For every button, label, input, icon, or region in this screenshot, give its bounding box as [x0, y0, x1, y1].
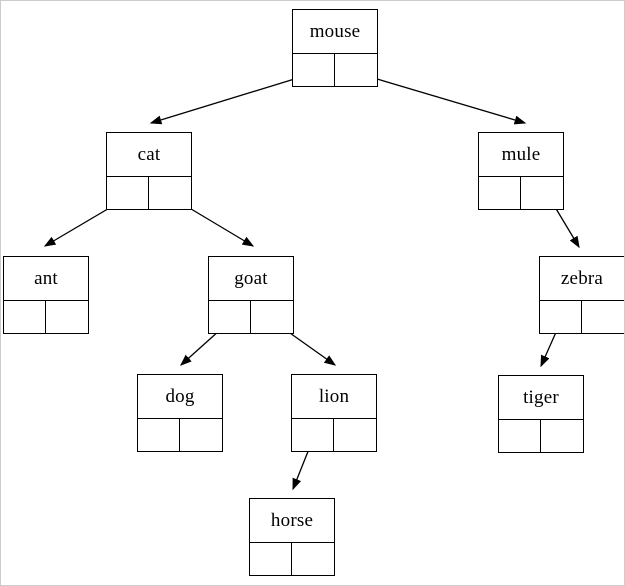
tree-node-left-pointer-cell[interactable] — [293, 54, 335, 86]
tree-node-label: tiger — [499, 376, 583, 420]
tree-node-left-pointer-cell[interactable] — [540, 301, 582, 333]
tree-node-pointer-row — [293, 54, 377, 86]
tree-node-right-pointer-cell[interactable] — [46, 301, 88, 333]
tree-node-left-pointer-cell[interactable] — [209, 301, 251, 333]
tree-node-left-pointer-cell[interactable] — [479, 177, 521, 209]
tree-node-right-pointer-cell[interactable] — [180, 419, 222, 451]
tree-node-pointer-row — [209, 301, 293, 333]
tree-node-label: mouse — [293, 10, 377, 54]
tree-node-ant[interactable]: ant — [3, 256, 89, 334]
tree-node-pointer-row — [479, 177, 563, 209]
tree-node-tiger[interactable]: tiger — [498, 375, 584, 453]
tree-node-label: cat — [107, 133, 191, 177]
tree-node-goat[interactable]: goat — [208, 256, 294, 334]
tree-node-left-pointer-cell[interactable] — [107, 177, 149, 209]
tree-node-left-pointer-cell[interactable] — [4, 301, 46, 333]
tree-node-mule[interactable]: mule — [478, 132, 564, 210]
tree-node-right-pointer-cell[interactable] — [292, 543, 334, 575]
tree-node-right-pointer-cell[interactable] — [149, 177, 191, 209]
tree-node-right-pointer-cell[interactable] — [334, 419, 376, 451]
tree-node-pointer-row — [292, 419, 376, 451]
tree-node-pointer-row — [499, 420, 583, 452]
tree-node-right-pointer-cell[interactable] — [521, 177, 563, 209]
tree-node-dog[interactable]: dog — [137, 374, 223, 452]
tree-node-pointer-row — [540, 301, 624, 333]
tree-node-pointer-row — [4, 301, 88, 333]
tree-node-zebra[interactable]: zebra — [539, 256, 624, 334]
tree-node-label: horse — [250, 499, 334, 543]
tree-node-pointer-row — [107, 177, 191, 209]
tree-node-mouse[interactable]: mouse — [292, 9, 378, 87]
tree-edge-mouse-mule — [356, 72, 527, 125]
tree-node-left-pointer-cell[interactable] — [499, 420, 541, 452]
tree-node-right-pointer-cell[interactable] — [251, 301, 293, 333]
tree-node-label: goat — [209, 257, 293, 301]
tree-node-label: mule — [479, 133, 563, 177]
tree-node-label: ant — [4, 257, 88, 301]
tree-node-label: dog — [138, 375, 222, 419]
tree-node-label: zebra — [540, 257, 624, 301]
tree-edge-mouse-cat — [149, 72, 315, 125]
tree-node-right-pointer-cell[interactable] — [541, 420, 583, 452]
tree-node-pointer-row — [250, 543, 334, 575]
tree-node-pointer-row — [138, 419, 222, 451]
tree-node-cat[interactable]: cat — [106, 132, 192, 210]
tree-node-right-pointer-cell[interactable] — [335, 54, 377, 86]
tree-node-lion[interactable]: lion — [291, 374, 377, 452]
tree-node-left-pointer-cell[interactable] — [250, 543, 292, 575]
tree-node-label: lion — [292, 375, 376, 419]
tree-node-left-pointer-cell[interactable] — [292, 419, 334, 451]
tree-node-left-pointer-cell[interactable] — [138, 419, 180, 451]
tree-node-right-pointer-cell[interactable] — [582, 301, 624, 333]
tree-node-horse[interactable]: horse — [249, 498, 335, 576]
